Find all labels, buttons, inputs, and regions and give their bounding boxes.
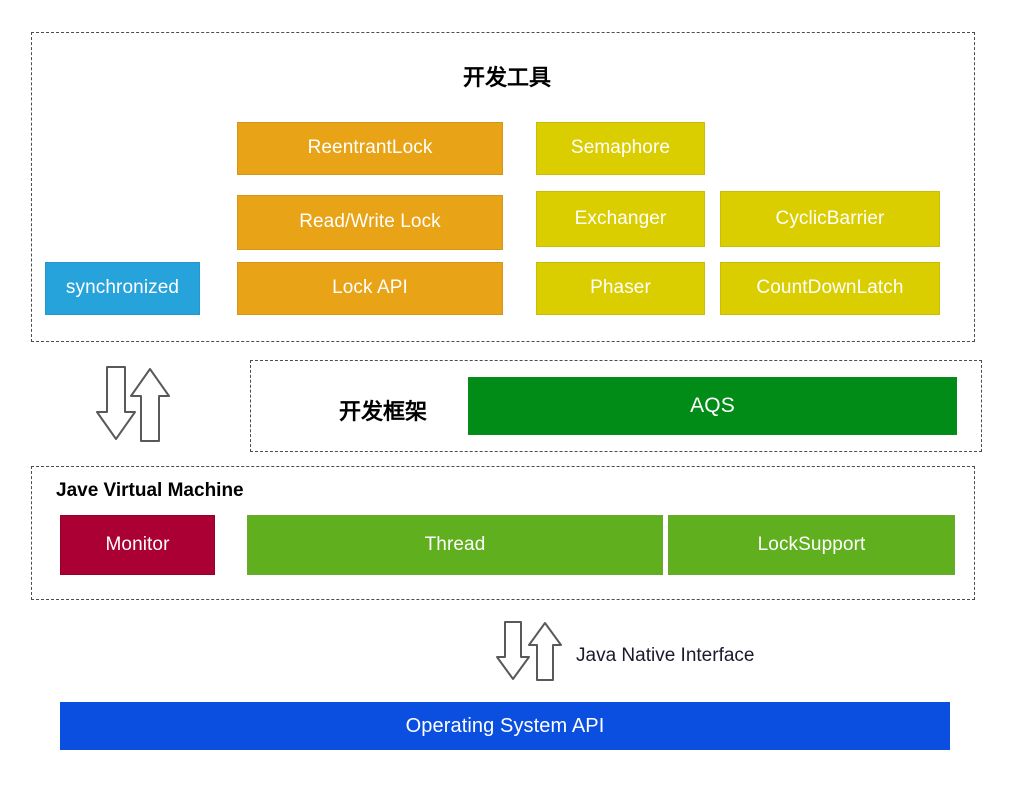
down-arrow-icon bbox=[96, 366, 136, 440]
up-arrow-icon bbox=[528, 622, 562, 681]
node-aqs[interactable]: AQS bbox=[468, 377, 957, 435]
arrow-jvm-to-os bbox=[495, 620, 565, 682]
jvm-heading: Jave Virtual Machine bbox=[56, 480, 244, 501]
node-read-write-lock[interactable]: Read/Write Lock bbox=[237, 195, 503, 250]
node-cyclicbarrier[interactable]: CyclicBarrier bbox=[720, 191, 940, 247]
jvm-group bbox=[31, 466, 975, 600]
node-monitor[interactable]: Monitor bbox=[60, 515, 215, 575]
node-operating-system-api[interactable]: Operating System API bbox=[60, 702, 950, 750]
down-arrow-icon bbox=[496, 621, 530, 680]
up-arrow-icon bbox=[130, 368, 170, 442]
node-locksupport[interactable]: LockSupport bbox=[668, 515, 955, 575]
dev-tools-group bbox=[31, 32, 975, 342]
dev-tools-heading: 开发工具 bbox=[463, 65, 552, 90]
node-phaser[interactable]: Phaser bbox=[536, 262, 705, 315]
node-countdownlatch[interactable]: CountDownLatch bbox=[720, 262, 940, 315]
node-exchanger[interactable]: Exchanger bbox=[536, 191, 705, 247]
arrow-tools-to-framework bbox=[95, 365, 171, 443]
node-synchronized[interactable]: synchronized bbox=[45, 262, 200, 315]
node-semaphore[interactable]: Semaphore bbox=[536, 122, 705, 175]
node-thread[interactable]: Thread bbox=[247, 515, 663, 575]
dev-framework-heading: 开发框架 bbox=[339, 399, 428, 424]
dev-framework-group bbox=[250, 360, 982, 452]
node-lock-api[interactable]: Lock API bbox=[237, 262, 503, 315]
node-reentrantlock[interactable]: ReentrantLock bbox=[237, 122, 503, 175]
jni-caption: Java Native Interface bbox=[576, 645, 755, 666]
